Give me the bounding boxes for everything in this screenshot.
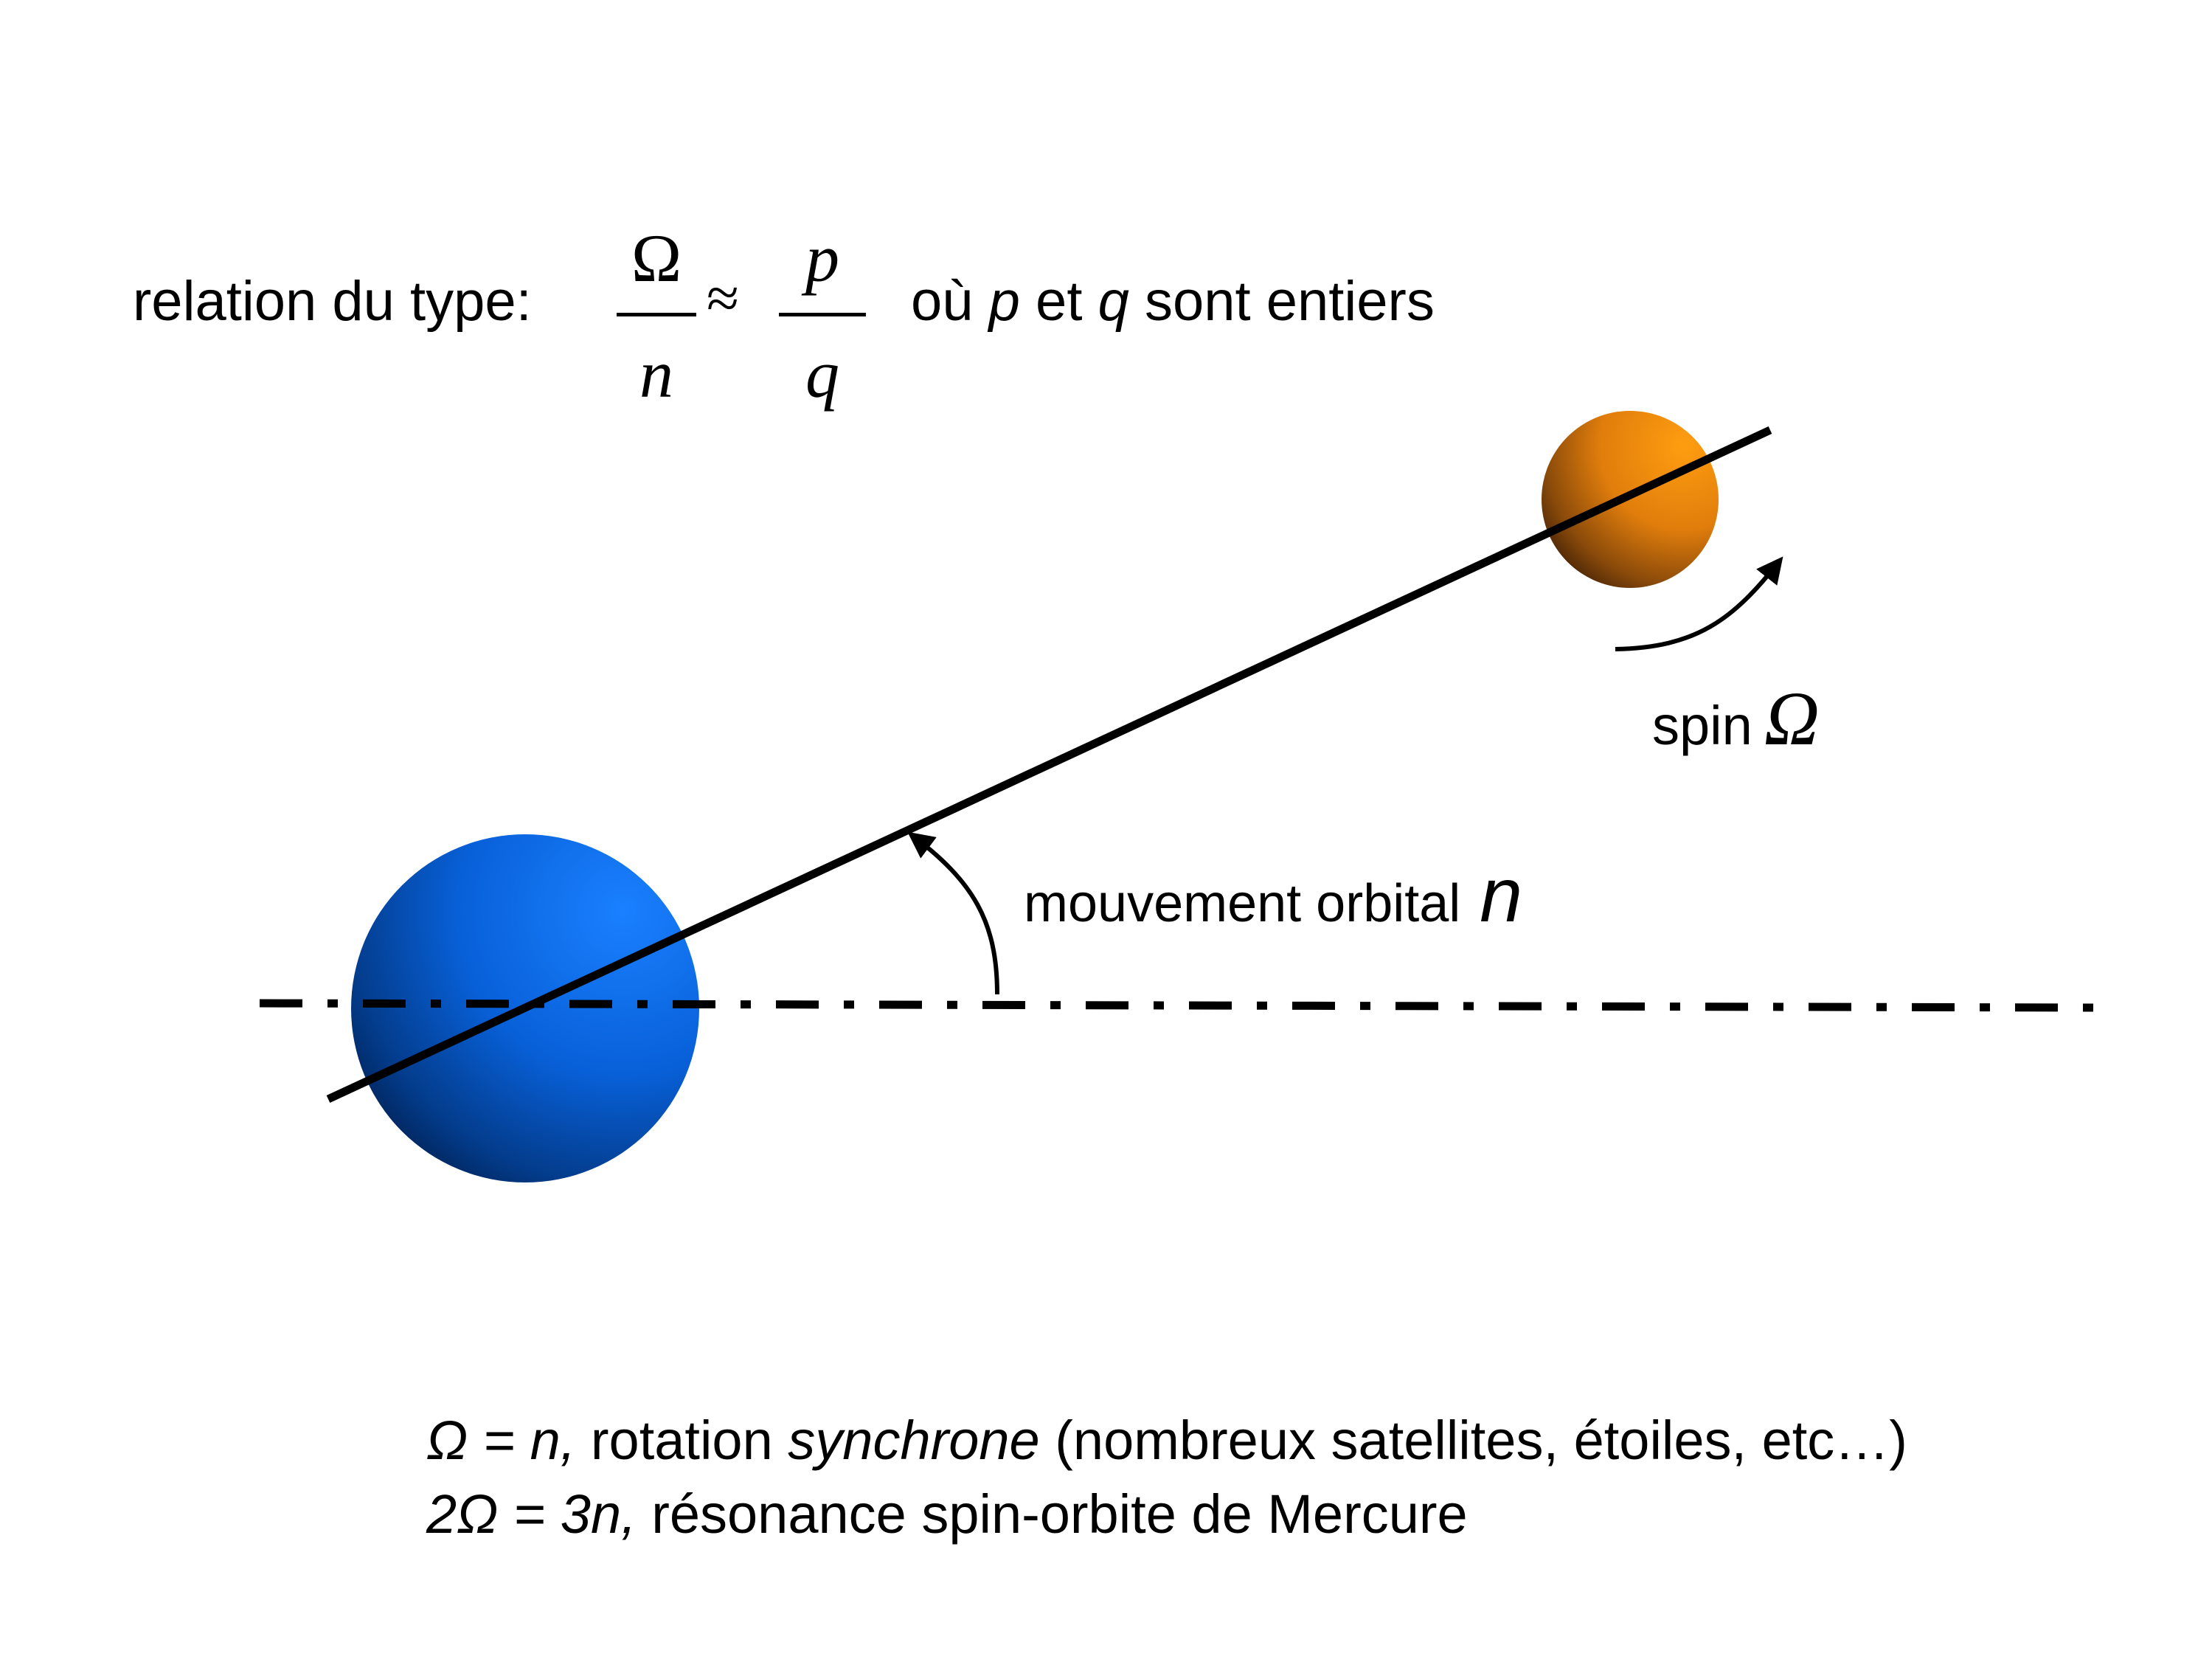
note1-text: rotation xyxy=(575,1410,788,1471)
et-word: et xyxy=(1019,270,1098,333)
orbital-motion-label: mouvement orbital n xyxy=(1024,852,1522,940)
spin-arrow xyxy=(1615,556,1783,651)
note1-rest: (nombreux satellites, étoiles, etc…) xyxy=(1039,1410,1907,1471)
fraction-bar xyxy=(617,313,696,316)
p-symbol: p xyxy=(988,270,1020,333)
note2-equation: 2Ω = 3n, xyxy=(426,1483,637,1545)
fraction-numerator-omega: Ω xyxy=(631,221,682,296)
integers-prefix: où xyxy=(911,270,989,333)
integers-suffix: sont entiers xyxy=(1128,270,1435,333)
approx-sign: ≈ xyxy=(707,266,739,331)
note1-equation: Ω = n, xyxy=(426,1410,576,1471)
orbital-n-symbol: n xyxy=(1480,853,1523,938)
note1-synchrone: synchrone xyxy=(788,1410,1040,1471)
spin-omega-symbol: Ω xyxy=(1764,676,1820,761)
relation-label: relation du type: xyxy=(133,270,532,333)
mercury-resonance-note: 2Ω = 3n, résonance spin-orbite de Mercur… xyxy=(426,1483,1468,1545)
note2-rest: résonance spin-orbite de Mercure xyxy=(636,1483,1468,1545)
spin-word: spin xyxy=(1652,695,1752,756)
fraction-numerator-p: p xyxy=(805,221,839,296)
synchronous-rotation-note: Ω = n, rotation synchrone (nombreux sate… xyxy=(426,1409,1907,1472)
orbital-angle-arrow xyxy=(907,831,999,995)
orbital-motion-words: mouvement orbital xyxy=(1024,874,1461,933)
fraction-denominator-n: n xyxy=(639,336,673,412)
p-over-q-fraction: p q xyxy=(774,214,870,418)
integers-condition: où p et q sont entiers xyxy=(911,269,1435,333)
fraction-denominator-q: q xyxy=(805,336,839,412)
q-symbol: q xyxy=(1098,270,1129,333)
orbit-line xyxy=(326,426,1772,1103)
omega-over-n-fraction: Ω n xyxy=(612,214,701,418)
fraction-bar xyxy=(779,313,866,316)
